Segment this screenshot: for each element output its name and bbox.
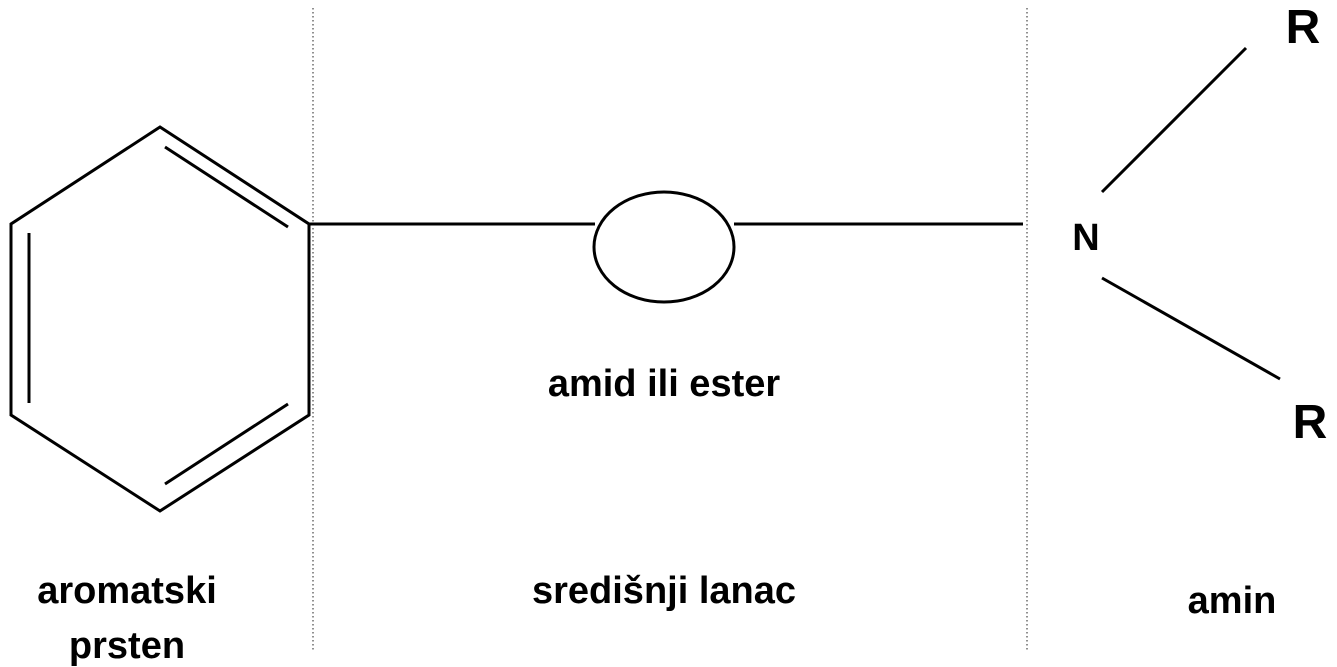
r-group-top-label: R: [1286, 1, 1321, 54]
linkage-label: amid ili ester: [548, 363, 781, 405]
n-r-bond-bottom: [1101, 276, 1281, 381]
aromatic-ring-label-line1: aromatski: [37, 570, 217, 612]
r-group-bottom-label: R: [1293, 396, 1328, 449]
linkage-ellipse: [592, 190, 736, 304]
amine-label: amin: [1188, 580, 1277, 622]
n-r-bond-top: [1100, 46, 1248, 194]
benzene-ring: [9, 125, 311, 513]
central-chain-label: središnji lanac: [532, 570, 796, 612]
aromatic-ring-label-line2: prsten: [69, 625, 185, 667]
nitrogen-atom-label: N: [1072, 217, 1099, 259]
